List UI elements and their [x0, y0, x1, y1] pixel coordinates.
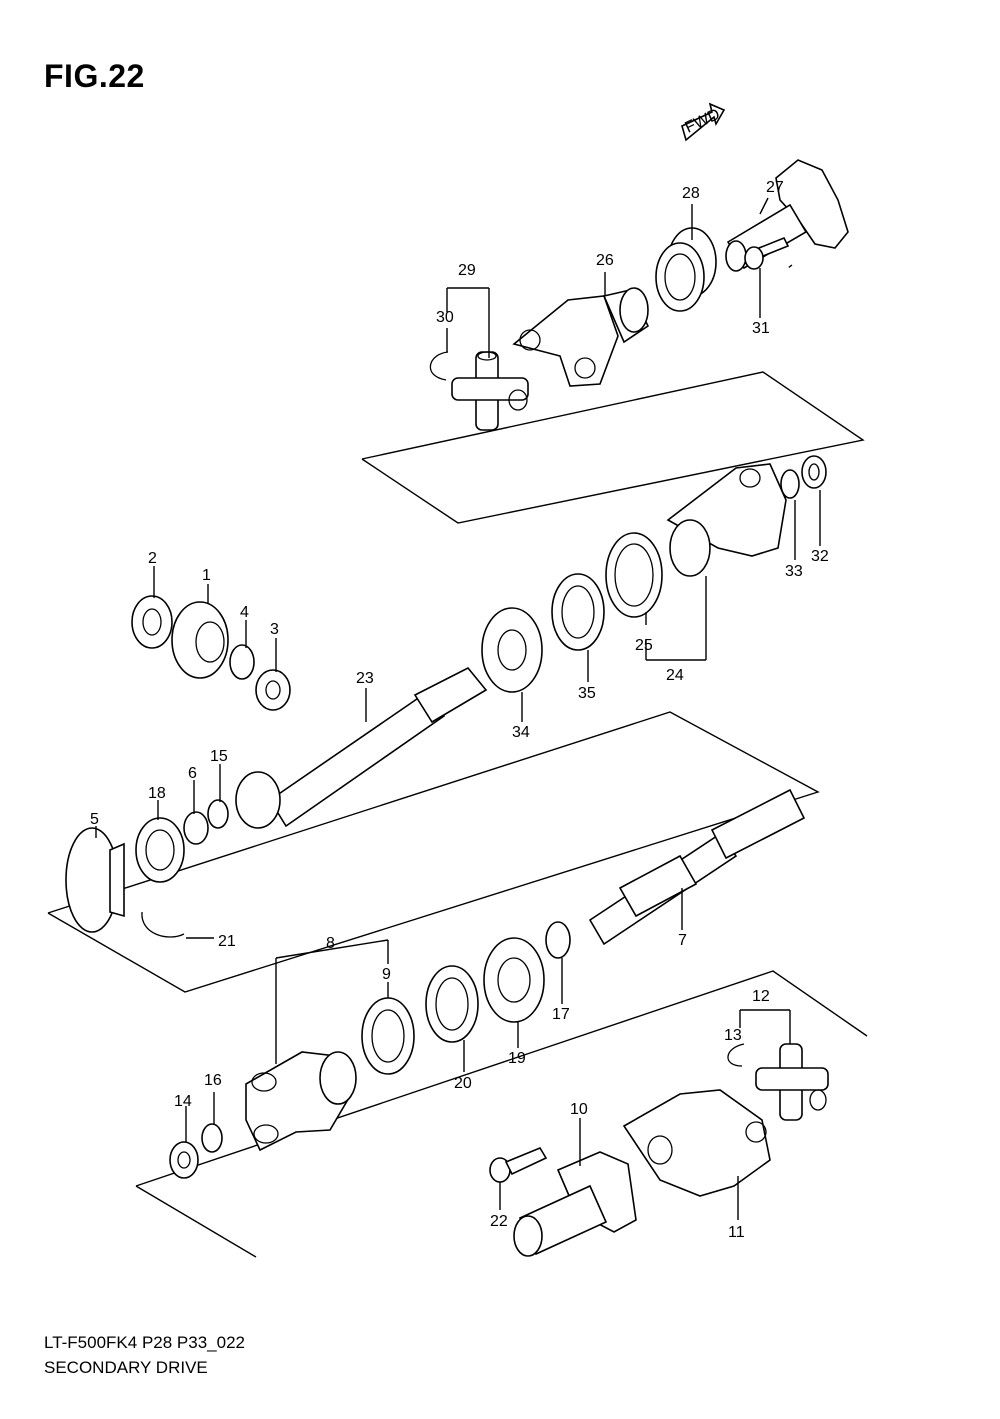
callout-12: 12 [752, 988, 770, 1005]
part-1-bevel-gear [171, 601, 229, 679]
part-11-yoke [622, 1089, 771, 1197]
callout-1: 1 [202, 567, 211, 584]
part-25-oil-seal [605, 532, 663, 618]
leader-lines [95, 197, 821, 1220]
fwd-direction-arrow: FWD [681, 102, 726, 142]
callout-16: 16 [204, 1072, 222, 1089]
callout-numbers: 27 28 26 29 30 31 2 1 4 3 33 32 25 24 23… [90, 179, 829, 1241]
callout-20: 20 [454, 1075, 472, 1092]
callout-24: 24 [666, 667, 684, 684]
callout-32: 32 [811, 548, 829, 565]
callout-15: 15 [210, 748, 228, 765]
callout-31: 31 [752, 320, 770, 337]
part-32-nut [801, 455, 827, 489]
callout-26: 26 [596, 252, 614, 269]
diagram-name: SECONDARY DRIVE [44, 1358, 208, 1377]
part-34-bearing [481, 607, 543, 693]
callout-14: 14 [174, 1093, 192, 1110]
assembly-frames [47, 371, 868, 1258]
part-22-bolt [489, 1146, 548, 1183]
part-21-circlip [141, 911, 185, 938]
callout-10: 10 [570, 1101, 588, 1118]
part-18-bearing [135, 817, 185, 883]
part-13-circlip [727, 1043, 745, 1067]
part-14-nut [169, 1141, 199, 1179]
diagram-code: LT-F500FK4 P28 P33_022 [44, 1333, 245, 1352]
callout-22: 22 [490, 1213, 508, 1230]
part-35-oil-seal [551, 573, 605, 651]
part-31-bolt [744, 236, 793, 270]
callout-18: 18 [148, 785, 166, 802]
part-19-bearing [483, 937, 545, 1023]
callout-9: 9 [382, 966, 391, 983]
part-5-ring-gear [65, 827, 125, 933]
part-3-nut [255, 669, 291, 711]
part-7-drive-shaft [588, 788, 806, 946]
callout-30: 30 [436, 309, 454, 326]
callout-23: 23 [356, 670, 374, 687]
callout-6: 6 [188, 765, 197, 782]
part-28-oil-seal [655, 227, 717, 312]
part-20-oil-seal [425, 965, 479, 1043]
fwd-label: FWD [683, 106, 723, 137]
callout-34: 34 [512, 724, 530, 741]
part-26-yoke [512, 287, 650, 387]
callout-35: 35 [578, 685, 596, 702]
part-10-flange [513, 1151, 637, 1257]
part-30-circlip [429, 351, 449, 381]
callout-4: 4 [240, 604, 249, 621]
callout-27: 27 [766, 179, 784, 196]
part-16-washer [201, 1123, 223, 1153]
part-12-universal-joint [755, 1043, 829, 1121]
callout-28: 28 [682, 185, 700, 202]
callout-5: 5 [90, 811, 99, 828]
callout-33: 33 [785, 563, 803, 580]
part-29-universal-joint [451, 351, 529, 431]
callout-8: 8 [326, 935, 335, 952]
part-9-oil-seal [361, 997, 415, 1075]
callout-3: 3 [270, 621, 279, 638]
part-17-ring [545, 921, 571, 959]
part-2-shim [131, 595, 173, 649]
callout-25: 25 [635, 637, 653, 654]
callout-21: 21 [218, 933, 236, 950]
callout-17: 17 [552, 1006, 570, 1023]
callout-2: 2 [148, 550, 157, 567]
callout-7: 7 [678, 932, 687, 949]
part-23-propeller-shaft [235, 666, 488, 829]
part-8-yoke [245, 1051, 357, 1152]
part-15-bushing [207, 799, 229, 829]
part-6-washer [183, 811, 209, 845]
callout-13: 13 [724, 1027, 742, 1044]
callout-19: 19 [508, 1050, 526, 1067]
part-4-washer [229, 644, 255, 680]
figure-title: FIG.22 [44, 58, 145, 94]
callout-11: 11 [728, 1224, 745, 1241]
part-24-yoke [666, 463, 787, 577]
part-33-washer [780, 469, 800, 499]
part-27-flange-shaft [725, 159, 849, 272]
callout-29: 29 [458, 262, 476, 279]
